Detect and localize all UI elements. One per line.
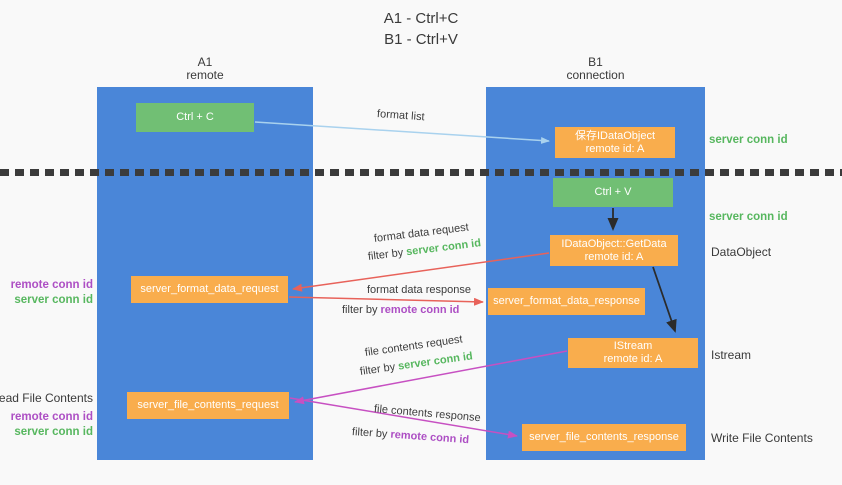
node-server-file-contents-response: server_file_contents_response	[522, 424, 686, 451]
node-istream-line1: IStream	[613, 340, 653, 352]
label-read-file-contents: Read File Contents	[0, 391, 93, 405]
filter-by-text: filter by	[342, 304, 378, 316]
title-line-1: A1 - Ctrl+C	[383, 10, 459, 27]
node-ctrl-v-label: Ctrl + V	[594, 186, 632, 198]
lane-b1-title: B1	[588, 55, 603, 69]
server-conn-id-text: server conn id	[397, 350, 474, 373]
label-server-conn-id-right-top: server conn id	[709, 134, 788, 146]
label-server-conn-id-left-1: server conn id	[14, 294, 93, 306]
lane-header-a1: A1 remote	[97, 56, 313, 82]
label-remote-conn-id-left-2: remote conn id	[10, 411, 93, 423]
node-server-file-contents-request-label: server_file_contents_request	[137, 399, 279, 411]
filter-by-text: filter by	[351, 426, 388, 441]
node-idataobject-getdata-line2: remote id: A	[584, 250, 644, 263]
lane-a1-subtitle: remote	[186, 68, 224, 82]
node-server-format-data-request-label: server_format_data_request	[140, 283, 279, 295]
remote-conn-id-text: remote conn id	[380, 304, 460, 316]
node-idataobject-getdata-line1: IDataObject::GetData	[561, 237, 667, 250]
lane-b1-subtitle: connection	[566, 68, 625, 82]
remote-conn-id-text: remote conn id	[390, 428, 470, 447]
label-istream: Istream	[711, 348, 752, 362]
diagram-title: A1 - Ctrl+C B1 - Ctrl+V	[0, 8, 842, 50]
session-divider-dotted-line	[0, 169, 842, 176]
node-server-format-data-response: server_format_data_response	[488, 288, 645, 315]
label-conn-ids-left-top: remote conn id server conn id	[11, 278, 93, 308]
node-istream-line2: remote id: A	[603, 353, 663, 365]
node-server-file-contents-response-label: server_file_contents_response	[529, 431, 679, 443]
lane-a1-title: A1	[197, 55, 213, 69]
label-server-conn-id-right-mid: server conn id	[709, 211, 788, 223]
node-server-format-data-request: server_format_data_request	[131, 276, 288, 303]
label-write-file-contents: Write File Contents	[711, 431, 813, 445]
node-save-idataobject: 保存IDataObject remote id: A	[555, 127, 675, 158]
label-format-data-response: format data response	[367, 284, 471, 296]
label-file-contents-response: file contents response	[373, 403, 482, 425]
filter-by-text: filter by	[367, 246, 404, 263]
server-conn-id-text: server conn id	[405, 237, 482, 259]
node-save-idataobject-line2: remote id: A	[585, 142, 645, 155]
label-dataobject: DataObject	[711, 245, 772, 259]
label-conn-ids-left-bottom: remote conn id server conn id	[11, 410, 93, 440]
lane-header-b1: B1 connection	[486, 56, 705, 82]
label-filter-by-remote-conn-id-2: filter by remote conn id	[352, 426, 470, 446]
node-idataobject-getdata: IDataObject::GetData remote id: A	[550, 235, 678, 266]
arrow-format-data-response	[288, 296, 484, 306]
label-filter-by-remote-conn-id-1: filter by remote conn id	[342, 304, 459, 316]
title-line-2: B1 - Ctrl+V	[384, 31, 458, 48]
node-ctrl-v: Ctrl + V	[553, 178, 673, 207]
node-server-file-contents-request: server_file_contents_request	[127, 392, 289, 419]
node-server-format-data-response-label: server_format_data_response	[493, 295, 640, 307]
label-remote-conn-id-left-1: remote conn id	[10, 279, 93, 291]
filter-by-text: filter by	[359, 361, 396, 378]
node-save-idataobject-line1: 保存IDataObject	[574, 129, 656, 142]
node-istream: IStream remote id: A	[568, 338, 698, 368]
label-format-list: format list	[376, 108, 425, 124]
label-server-conn-id-left-2: server conn id	[14, 426, 93, 438]
node-ctrl-c-label: Ctrl + C	[176, 111, 214, 123]
node-ctrl-c: Ctrl + C	[136, 103, 254, 132]
